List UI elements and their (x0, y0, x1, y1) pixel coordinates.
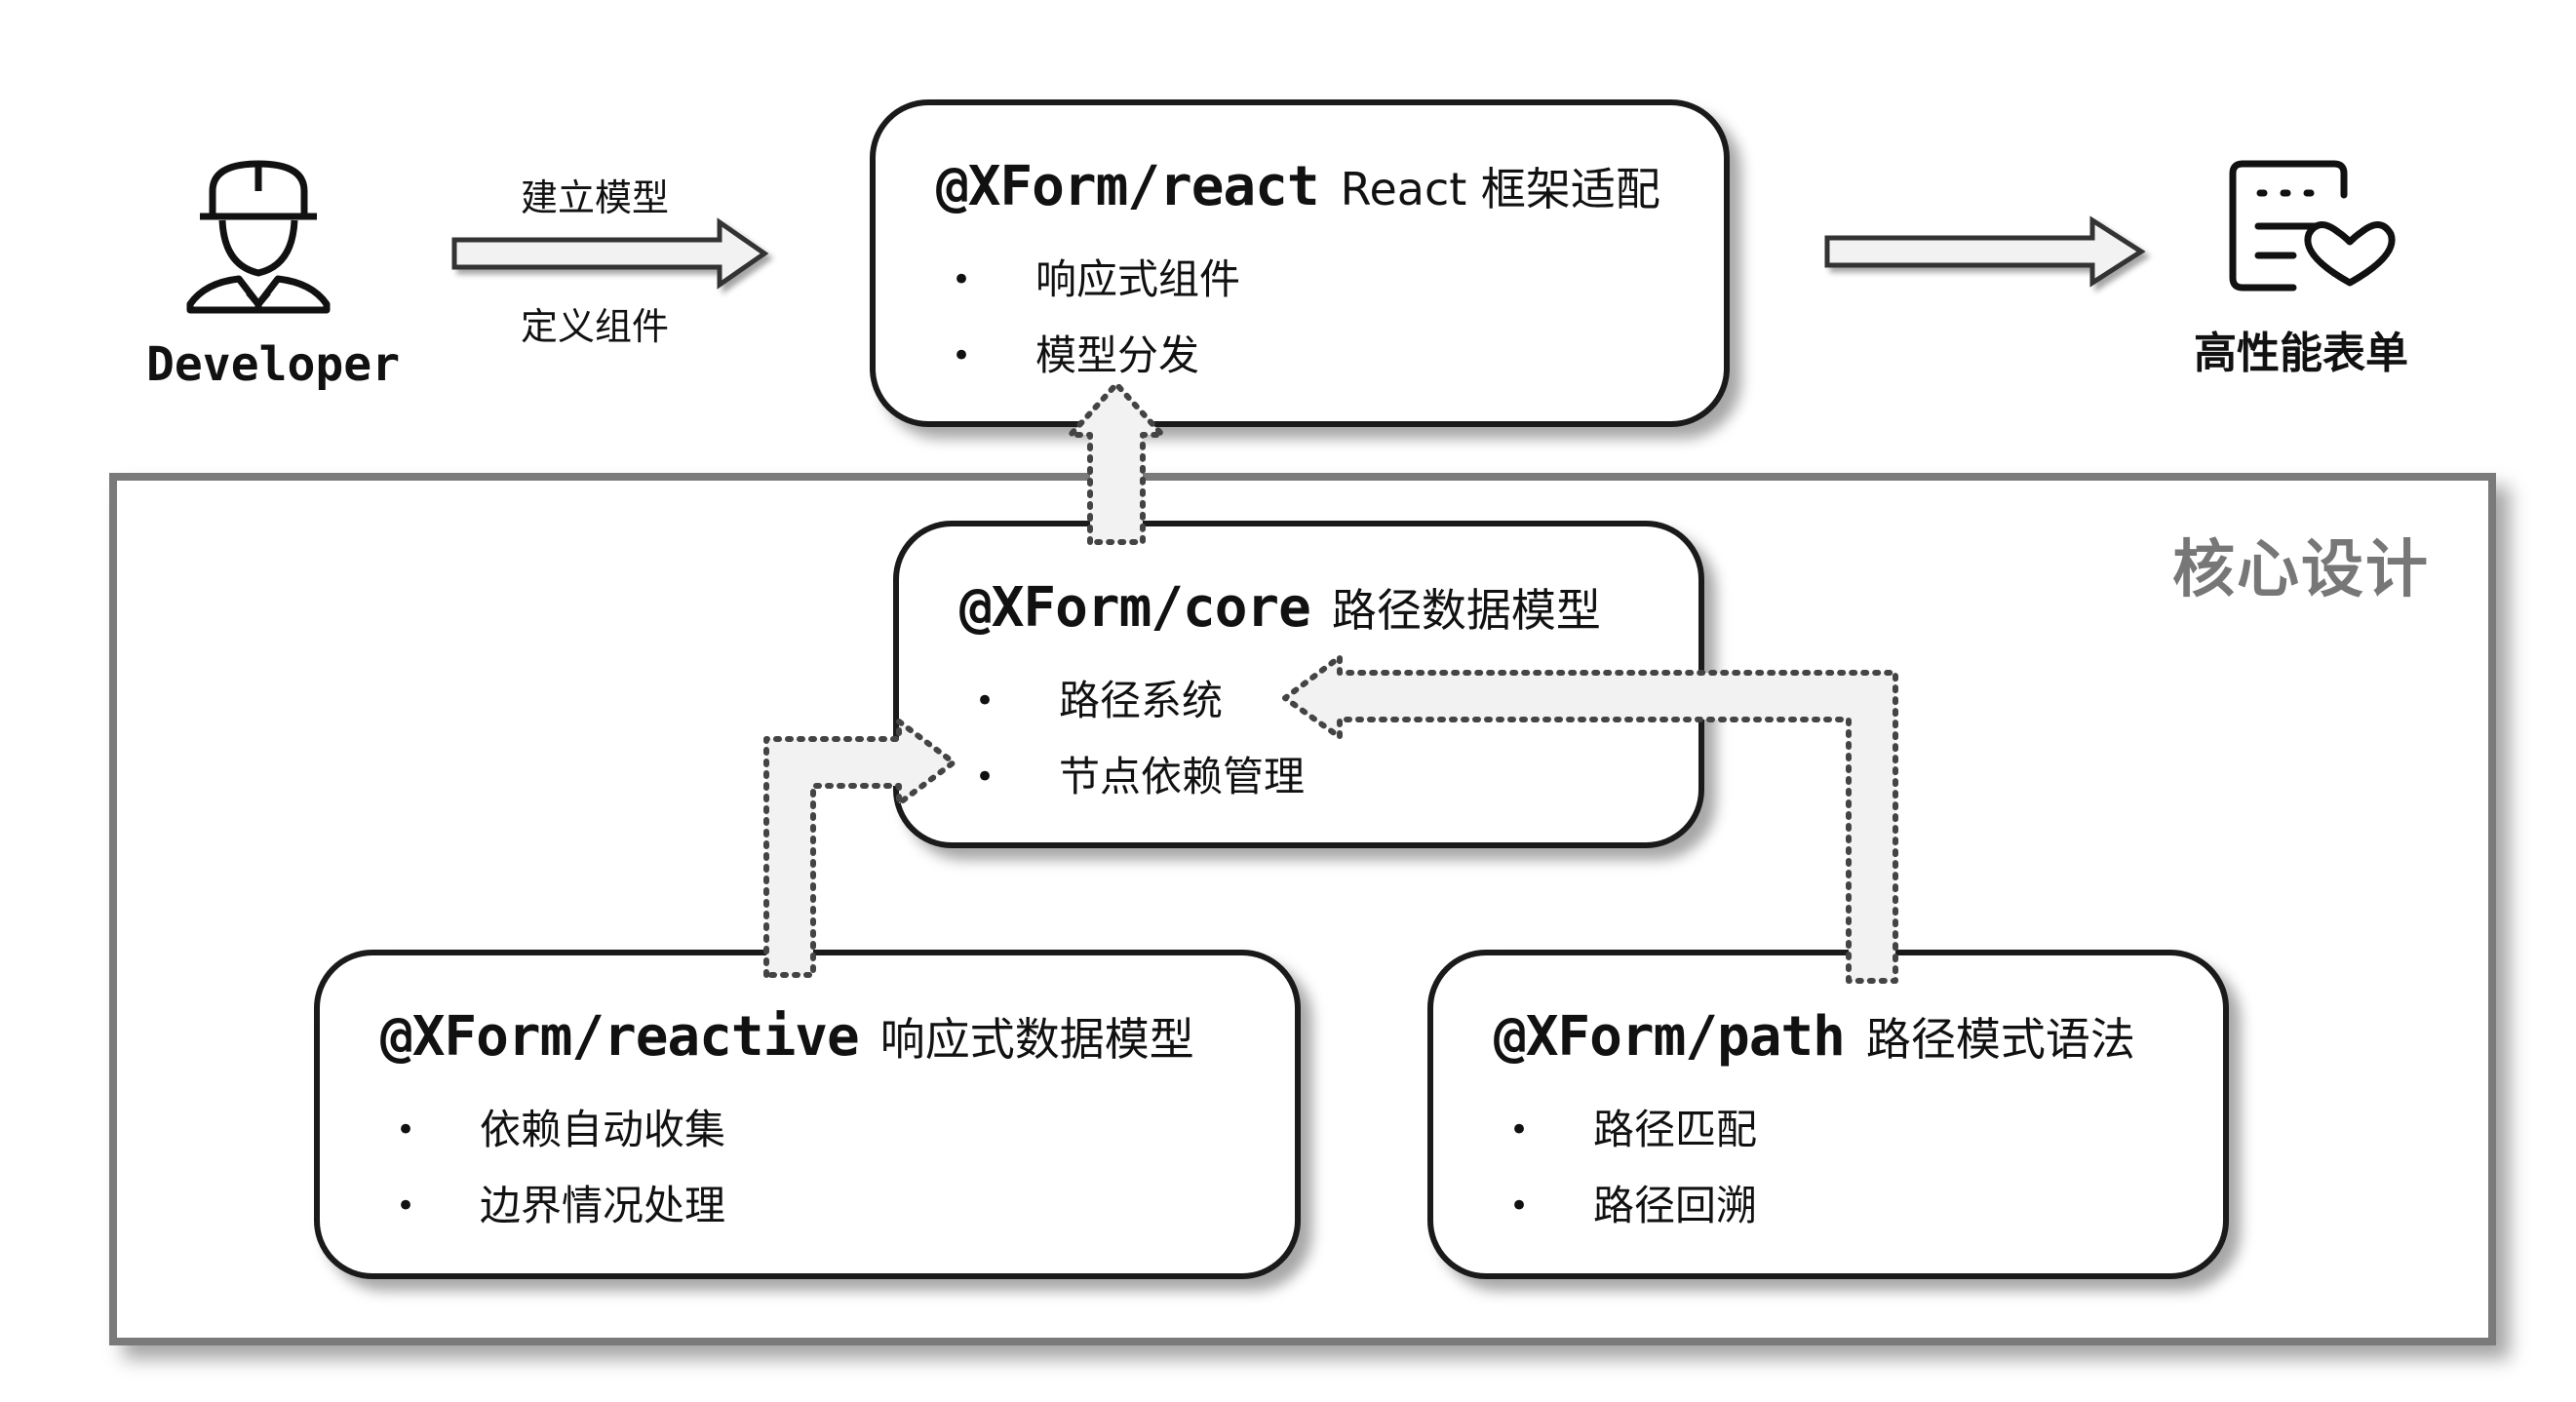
module-reactive-list: •依赖自动收集 •边界情况处理 (380, 1092, 725, 1244)
bullet: • (1509, 1187, 1530, 1226)
bullet: • (396, 1110, 416, 1149)
module-path-list: •路径匹配 •路径回溯 (1494, 1092, 1757, 1244)
developer-label: Developer (146, 337, 401, 392)
module-react-package: @XForm/react (936, 155, 1320, 218)
list-item: •响应式组件 (936, 242, 1240, 318)
developer-icon (186, 160, 331, 314)
bullet: • (975, 758, 995, 797)
define-model-arrow (451, 217, 769, 290)
module-path-description: 路径模式语法 (1865, 1013, 2135, 1066)
core-design-label: 核心设计 (2172, 534, 2430, 606)
module-core-package: @XForm/core (959, 576, 1311, 640)
module-react-title: @XForm/react React 框架适配 (936, 154, 1660, 218)
module-reactive-description: 响应式数据模型 (879, 1013, 1194, 1066)
module-reactive-box: @XForm/reactive 响应式数据模型 •依赖自动收集 •边界情况处理 (314, 950, 1301, 1279)
module-core-description: 路径数据模型 (1331, 584, 1601, 637)
module-reactive-title: @XForm/reactive 响应式数据模型 (380, 1004, 1194, 1069)
output-label: 高性能表单 (2194, 329, 2408, 378)
arrow-label-build-model: 建立模型 (521, 176, 670, 219)
module-core-box: @XForm/core 路径数据模型 •路径系统 •节点依赖管理 (893, 521, 1704, 848)
module-path-package: @XForm/path (1494, 1005, 1846, 1069)
module-react-description: React 框架适配 (1340, 163, 1660, 215)
list-item: •路径回溯 (1494, 1168, 1757, 1244)
list-item: •依赖自动收集 (380, 1092, 725, 1168)
module-reactive-package: @XForm/reactive (380, 1005, 860, 1069)
list-item: •节点依赖管理 (959, 739, 1305, 815)
module-path-title: @XForm/path 路径模式语法 (1494, 1004, 2135, 1069)
list-item: •模型分发 (936, 318, 1240, 394)
list-item: •边界情况处理 (380, 1168, 725, 1244)
bullet: • (975, 682, 995, 720)
list-item: •路径匹配 (1494, 1092, 1757, 1168)
form-document-icon (2229, 160, 2396, 292)
bullet: • (952, 336, 972, 375)
module-path-box: @XForm/path 路径模式语法 •路径匹配 •路径回溯 (1427, 950, 2229, 1279)
bullet: • (1509, 1110, 1530, 1149)
bullet: • (952, 260, 972, 299)
output-arrow (1824, 215, 2146, 288)
module-react-box: @XForm/react React 框架适配 •响应式组件 •模型分发 (870, 99, 1730, 427)
module-react-list: •响应式组件 •模型分发 (936, 242, 1240, 394)
module-core-title: @XForm/core 路径数据模型 (959, 575, 1601, 640)
bullet: • (396, 1187, 416, 1226)
list-item: •路径系统 (959, 663, 1305, 739)
arrow-label-define-component: 定义组件 (521, 305, 670, 348)
module-core-list: •路径系统 •节点依赖管理 (959, 663, 1305, 815)
